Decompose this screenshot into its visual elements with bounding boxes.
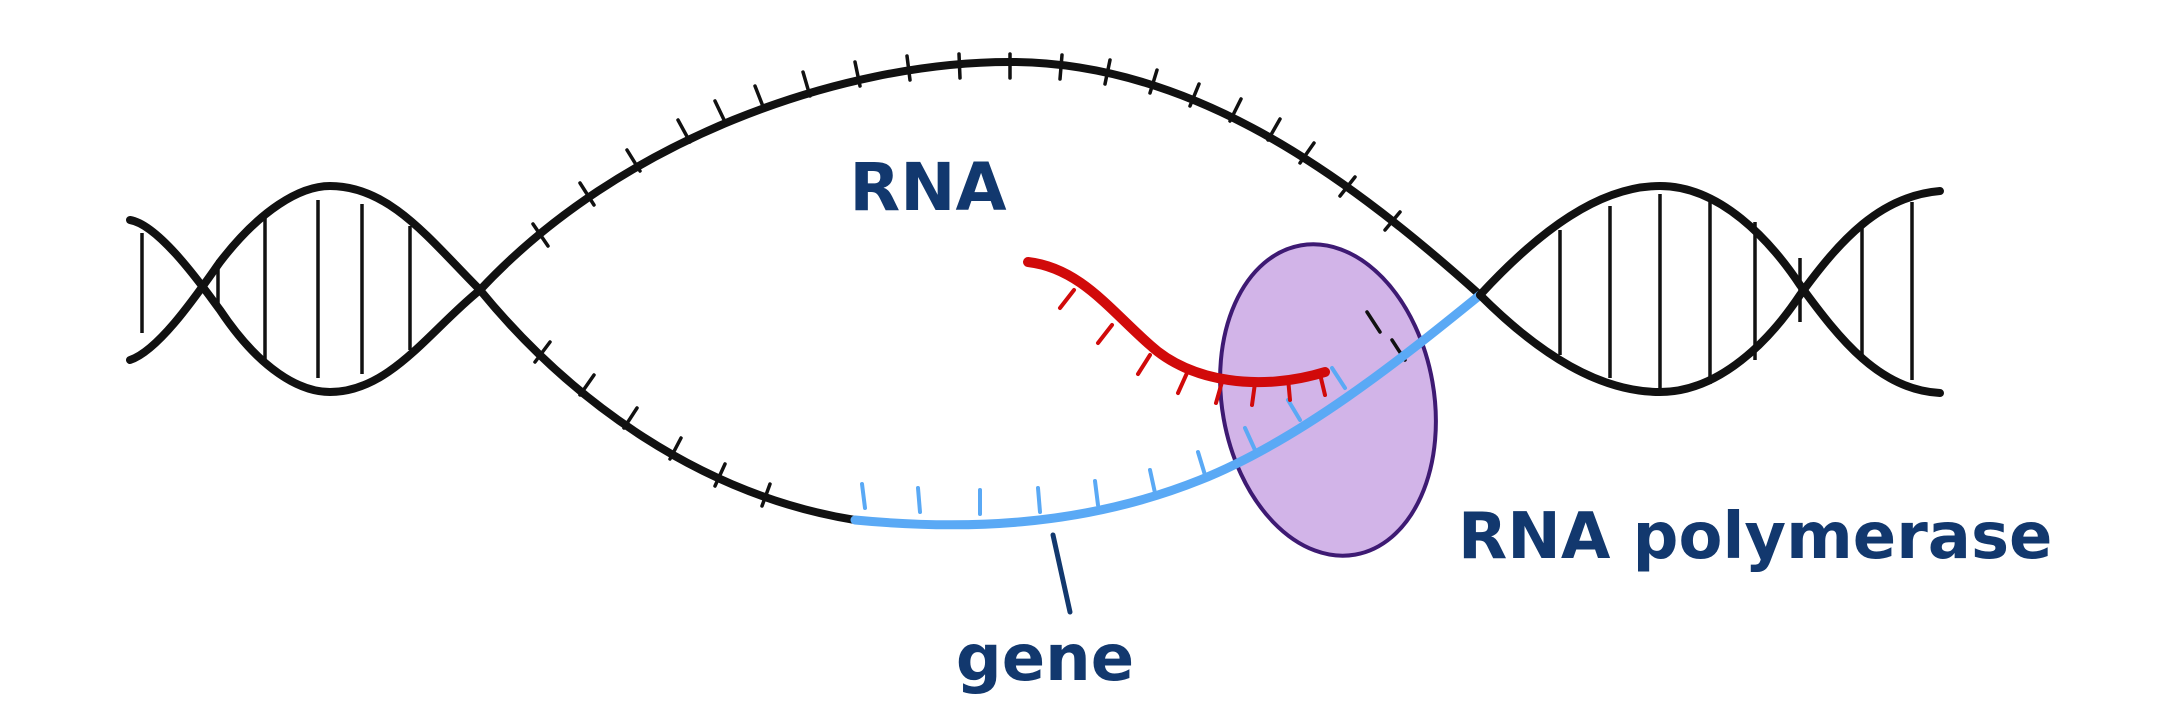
rna-transcript	[1023, 257, 1330, 407]
right-helix-strand-1	[1476, 181, 1944, 397]
left-helix-strand-2	[126, 181, 484, 364]
lower-dna-strand	[476, 286, 1407, 524]
rna-polymerase-label: RNA polymerase	[1458, 500, 2052, 574]
gene-label: gene	[956, 622, 1134, 696]
rna-polymerase-enzyme	[1218, 242, 1438, 558]
rna-label: RNA	[849, 149, 1006, 226]
right-helix-strand-2	[1476, 187, 1944, 397]
right-helix-base-pairs	[1558, 194, 1914, 388]
left-helix-strand-1	[126, 216, 484, 397]
upper-strand-bases	[531, 52, 1402, 248]
upper-dna-strand	[476, 52, 1484, 299]
left-helix-base-pairs	[140, 200, 412, 378]
gene-pointer-line	[1050, 532, 1073, 615]
gene-strand-bases	[860, 366, 1347, 516]
left-dna-helix	[126, 181, 484, 397]
gene-strand	[850, 290, 1485, 530]
right-dna-helix	[1476, 181, 1944, 397]
